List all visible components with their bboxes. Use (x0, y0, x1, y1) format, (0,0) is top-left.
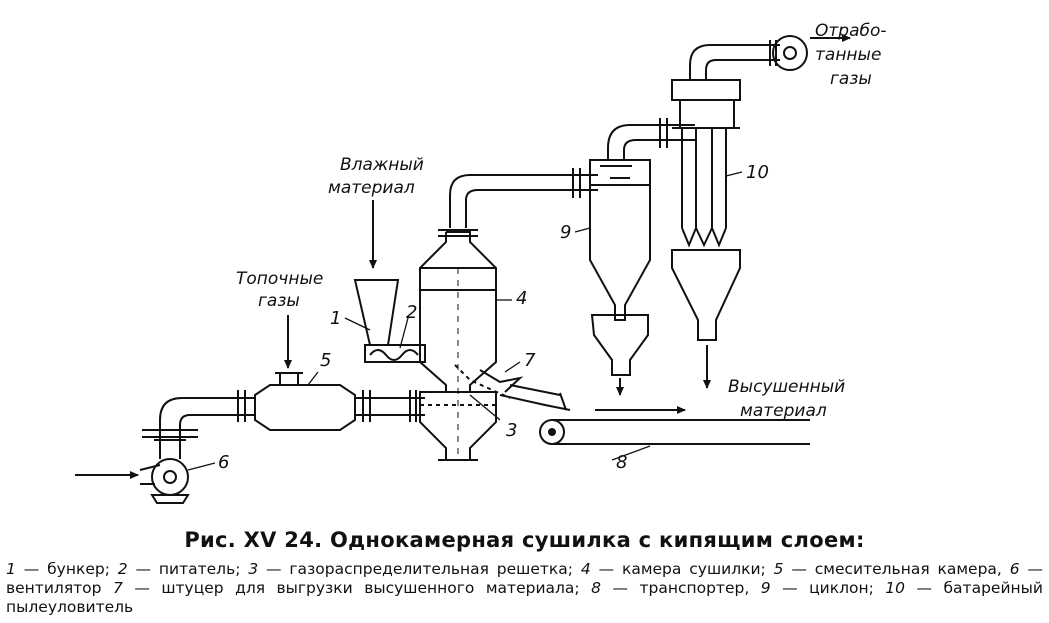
legend-item: 8 — транспортер, (591, 579, 750, 597)
dryer-schematic: Влажный материал Топочные газы Отрабо- т… (75, 21, 887, 504)
callout-6: 6 (218, 452, 229, 473)
callout-5: 5 (320, 350, 331, 371)
legend-item: 3 — газораспределительная решетка; (248, 560, 574, 578)
exhaust-label-2: танные (815, 45, 881, 65)
discharge-nozzle-7 (479, 369, 571, 411)
callout-7: 7 (524, 350, 536, 371)
duct-to-collector (598, 118, 695, 167)
dried-material-label-1: Высушенный (728, 377, 845, 397)
legend-item: 6 — вентилятор (6, 560, 1043, 597)
callout-3: 3 (506, 420, 517, 441)
cyclone-9 (589, 159, 651, 376)
legend-item: 2 — питатель; (117, 560, 241, 578)
drying-chamber-4 (419, 229, 497, 461)
legend-item: 7 — штуцер для выгрузки высушенного мате… (112, 579, 580, 597)
exhaust-label-1: Отрабо- (815, 21, 887, 41)
furnace-gas-label-1: Топочные (236, 269, 323, 289)
duct-fan-to-mixer (142, 390, 255, 440)
callout-4: 4 (516, 288, 527, 309)
callout-8: 8 (616, 452, 627, 473)
legend-item: 10 — батарейный пылеуловитель (6, 579, 1043, 616)
fan-6 (139, 439, 190, 504)
legend-item: 4 — камера сушилки; (580, 560, 766, 578)
callout-2: 2 (406, 302, 417, 323)
figure-title: Рис. XV 24. Однокамерная сушилка с кипящ… (184, 528, 865, 552)
exhaust-fan (769, 35, 808, 71)
legend-item: 5 — смесительная камера, (773, 560, 1002, 578)
conveyor-8 (539, 419, 810, 445)
feeder-2 (364, 344, 426, 363)
legend-item: 9 — циклон; (760, 579, 874, 597)
mixing-chamber-5 (254, 372, 425, 431)
wet-material-label-1: Влажный (340, 155, 424, 175)
legend-item: 1 — бункер; (6, 560, 110, 578)
bunker-1 (353, 279, 400, 346)
grid-3 (454, 364, 511, 399)
figure-legend: 1 — бункер; 2 — питатель; 3 — газораспре… (6, 560, 1043, 617)
exhaust-label-3: газы (830, 69, 872, 89)
callout-1: 1 (330, 308, 341, 329)
battery-collector-10 (671, 44, 780, 341)
callout-9: 9 (560, 222, 571, 243)
wet-material-label-2: материал (328, 178, 415, 198)
dried-material-label-2: материал (740, 401, 827, 421)
duct-to-cyclone (449, 168, 598, 228)
callout-10: 10 (746, 162, 769, 183)
furnace-gas-label-2: газы (258, 291, 300, 311)
